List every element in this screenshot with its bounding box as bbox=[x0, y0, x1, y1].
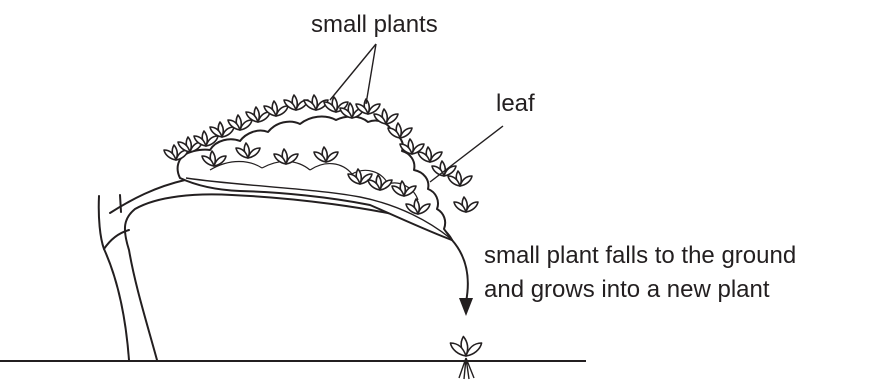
new-plant bbox=[450, 337, 481, 380]
arrowhead bbox=[459, 298, 473, 316]
fall-arrow bbox=[452, 240, 468, 302]
fall-caption-line-1: small plant falls to the ground bbox=[484, 241, 796, 271]
fall-caption-line-2: and grows into a new plant bbox=[484, 275, 770, 305]
small-plants-label: small plants bbox=[311, 10, 438, 40]
leaf-label: leaf bbox=[496, 89, 535, 119]
